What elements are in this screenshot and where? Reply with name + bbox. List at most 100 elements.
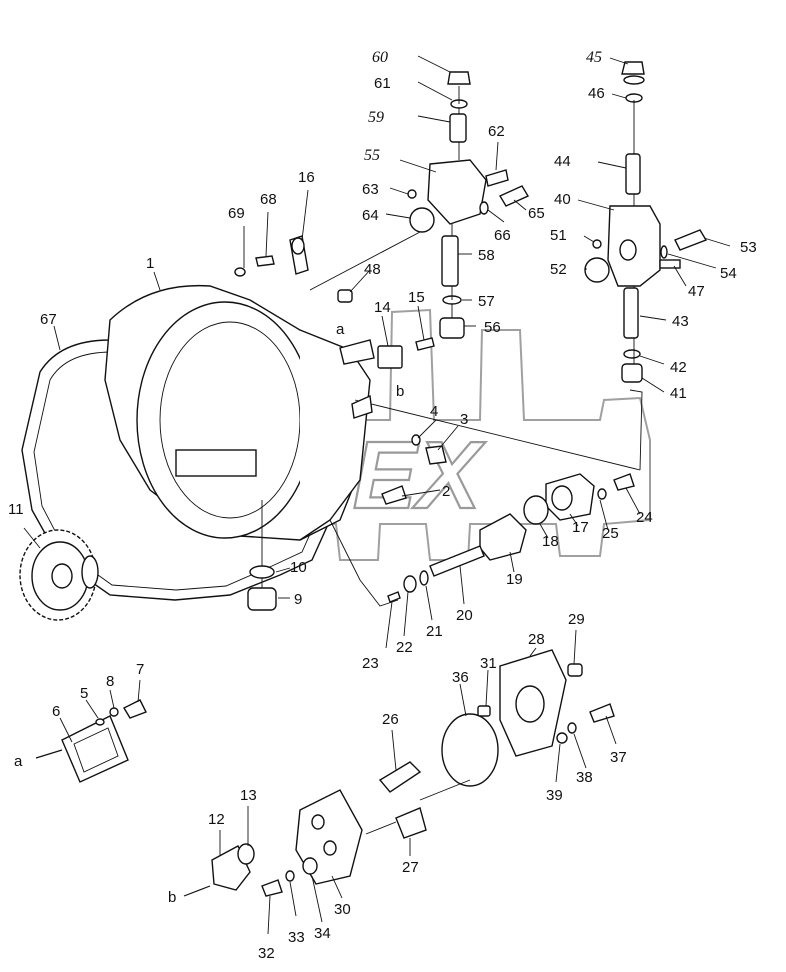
label-39: 39: [546, 787, 563, 804]
label-62: 62: [488, 123, 505, 140]
label-67: 67: [40, 311, 57, 328]
shaft-part-20: [429, 545, 485, 577]
washer-part-25: [597, 488, 607, 500]
valve-assembly-center: [309, 71, 530, 339]
ring-part-51: [592, 239, 602, 249]
washer-part-10: [249, 565, 275, 579]
label-42: 42: [670, 359, 687, 376]
nut-part-29: [567, 663, 583, 677]
label-53: 53: [740, 239, 757, 256]
label-12: 12: [208, 811, 225, 828]
spring-part-44: [625, 153, 641, 195]
label-14: 14: [374, 299, 391, 316]
label-16: 16: [298, 169, 315, 186]
label-66: 66: [494, 227, 511, 244]
housing-port-b: [351, 394, 373, 419]
block-part-14: [377, 345, 403, 369]
arrow-a-left: [35, 749, 63, 759]
label-55: 55: [364, 147, 380, 164]
washer-part-66: [479, 201, 489, 215]
ring-part-63: [407, 189, 417, 199]
washer-part-54: [660, 245, 668, 259]
housing-rib: [175, 449, 257, 477]
label-48: 48: [364, 261, 381, 278]
gear-part-27: [395, 807, 427, 839]
washer-part-69: [234, 267, 246, 277]
flywheel-housing-part-1: [104, 284, 371, 541]
bolt-part-32: [261, 879, 283, 897]
label-47: 47: [688, 283, 705, 300]
plug-part-41: [621, 363, 643, 383]
label-27: 27: [402, 859, 419, 876]
pin-part-31: [477, 705, 491, 717]
o-ring-part-64: [409, 207, 435, 233]
label-b-mid: b: [396, 383, 404, 400]
valve-body-part-55: [427, 159, 487, 225]
washer-part-38: [567, 722, 577, 734]
label-63: 63: [362, 181, 379, 198]
leader-lines: [23, 55, 731, 935]
pin-part-62: [485, 169, 509, 187]
label-58: 58: [478, 247, 495, 264]
bolt-part-68: [255, 255, 275, 267]
label-64: 64: [362, 207, 379, 224]
o-ring-part-36: [441, 713, 499, 787]
plug-part-48: [337, 289, 353, 303]
label-11: 11: [8, 501, 24, 518]
label-21: 21: [426, 623, 443, 640]
bolt-part-7: [123, 699, 147, 719]
o-ring-part-34: [302, 857, 318, 875]
label-65: 65: [528, 205, 545, 222]
part-labels: 60 61 59 55 63 64 62 66 65 58 57 56 45 4…: [8, 49, 757, 962]
plug-part-60: [447, 71, 471, 85]
gear-shaft-part-26: [378, 761, 422, 793]
spring-part-59: [449, 113, 467, 143]
label-9: 9: [294, 591, 302, 608]
label-28: 28: [528, 631, 545, 648]
housing-fittings: [234, 235, 447, 505]
ring-part-13: [237, 843, 255, 865]
plug-part-56: [439, 317, 465, 339]
label-a-top: a: [336, 321, 345, 338]
washer-part-39: [556, 732, 568, 744]
valve-assembly-right: [354, 61, 708, 471]
snap-ring-part-21: [419, 570, 429, 586]
label-40: 40: [554, 191, 571, 208]
bearing-part-19: [479, 513, 527, 561]
label-3: 3: [460, 411, 468, 428]
label-57: 57: [478, 293, 495, 310]
sensor-part-2: [381, 485, 407, 505]
label-44: 44: [554, 153, 571, 170]
housing-port-a: [339, 339, 375, 365]
label-24: 24: [636, 509, 653, 526]
label-54: 54: [720, 265, 737, 282]
bolt-part-65: [498, 185, 530, 207]
label-2: 2: [442, 483, 450, 500]
label-17: 17: [572, 519, 589, 536]
plug-base-45: [623, 75, 645, 85]
plug-part-9: [247, 587, 277, 611]
label-13: 13: [240, 787, 257, 804]
housing-bore: [136, 301, 314, 539]
gasket-part-5: [95, 718, 105, 726]
label-10: 10: [290, 559, 307, 576]
label-36: 36: [452, 669, 469, 686]
key-part-23: [387, 591, 401, 603]
label-69: 69: [228, 205, 245, 222]
label-60: 60: [372, 49, 388, 66]
label-45: 45: [586, 49, 602, 66]
label-18: 18: [542, 533, 559, 550]
label-61: 61: [374, 75, 391, 92]
label-a-left: a: [14, 753, 23, 770]
label-b-low: b: [168, 889, 176, 906]
lower-pump-group: [183, 649, 615, 897]
label-1: 1: [146, 255, 154, 272]
bolt-part-24: [613, 473, 635, 491]
bolt-part-15: [415, 337, 435, 351]
bolt-part-37: [589, 703, 615, 723]
label-15: 15: [408, 289, 425, 306]
cover-plate-group: [35, 699, 147, 783]
label-37: 37: [610, 749, 627, 766]
label-23: 23: [362, 655, 379, 672]
